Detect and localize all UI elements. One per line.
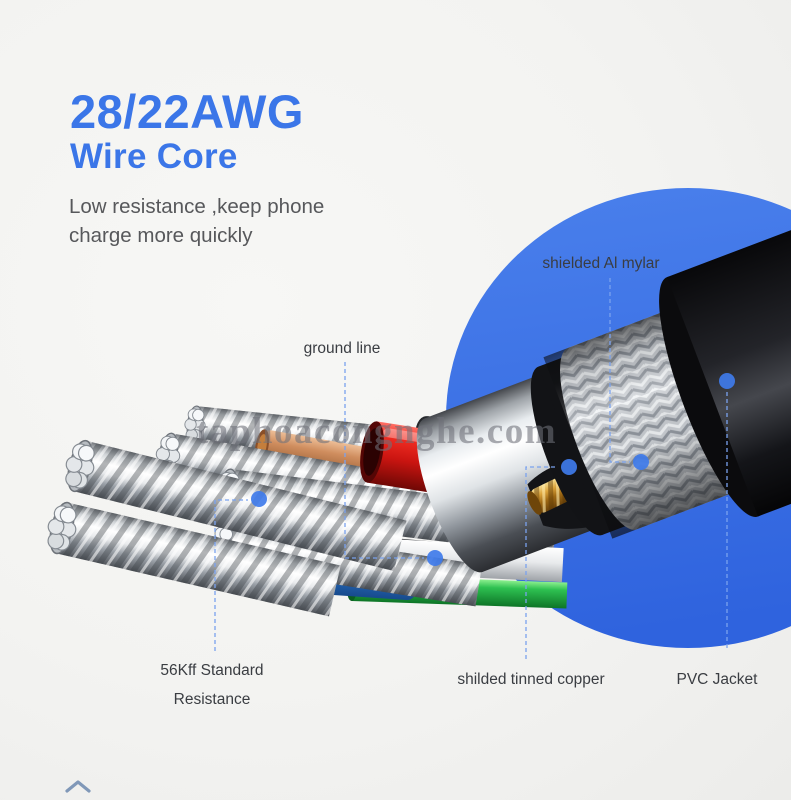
page-subtitle: Wire Core — [70, 137, 238, 176]
description-line-2: charge more quickly — [69, 224, 253, 247]
cable-body — [416, 170, 791, 573]
page-title: 28/22AWG — [70, 85, 304, 138]
callout-label-resistance-line-1: 56Kff Standard — [160, 662, 264, 679]
callout-dot-tinned-copper — [561, 459, 577, 475]
scroll-up-chevron[interactable] — [62, 779, 94, 797]
wire-bundles — [41, 404, 568, 617]
description-line-1: Low resistance ,keep phone — [69, 195, 325, 218]
pvc-jacket-body — [659, 170, 791, 517]
callout-dot-pvc-jacket — [719, 373, 735, 389]
callout-label-pvc-jacket: PVC Jacket — [676, 671, 758, 688]
silver-wire-bundle — [41, 498, 341, 617]
callout-label-ground-line: ground line — [303, 340, 381, 357]
silver-wire-bundle — [59, 436, 407, 572]
callout-dot-ground-line — [427, 550, 443, 566]
chevron-up-icon — [65, 780, 91, 793]
description-text: Low resistance ,keep phone charge more q… — [69, 192, 324, 250]
connector-tinned-copper — [525, 466, 558, 659]
callout-label-al-mylar: shielded Al mylar — [542, 255, 660, 272]
callout-label-resistance-line-2: Resistance — [173, 691, 251, 708]
callout-connectors — [214, 278, 728, 659]
callout-label-tinned-copper: shilded tinned copper — [457, 671, 605, 688]
connector-ground-line — [344, 362, 424, 559]
watermark-text: taphoacongnghe.com — [196, 411, 558, 452]
connector-al-mylar — [609, 278, 630, 463]
callout-label-resistance: 56Kff Standard Resistance — [160, 656, 263, 714]
silver-wire-bundle — [206, 521, 483, 607]
callout-dots — [251, 373, 735, 566]
connector-resistance — [214, 499, 248, 651]
callout-dot-al-mylar — [633, 454, 649, 470]
callout-dot-resistance — [251, 491, 267, 507]
